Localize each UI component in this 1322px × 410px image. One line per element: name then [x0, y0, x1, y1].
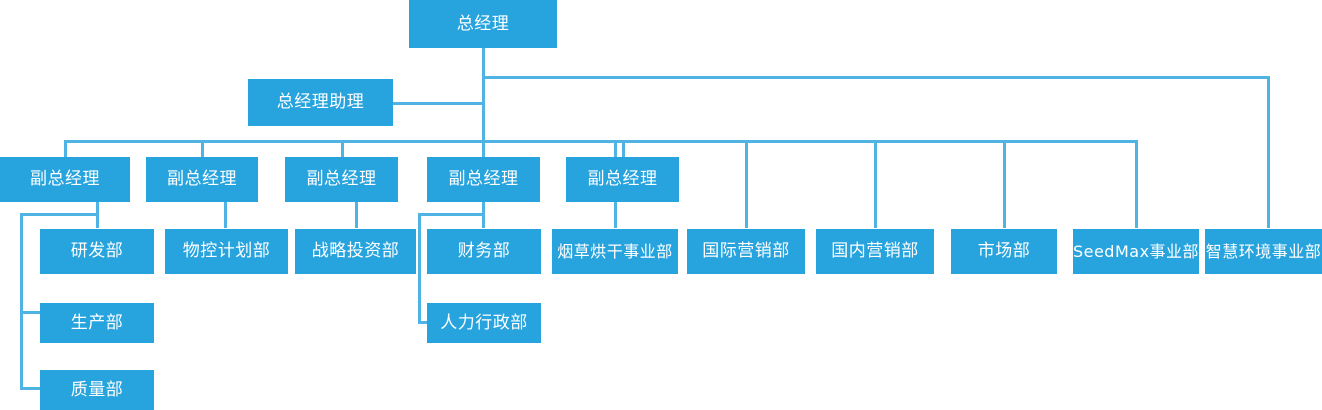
connector-drop-market — [1003, 140, 1006, 228]
node-label: 物控计划部 — [182, 241, 271, 261]
node-label: 人力行政部 — [440, 312, 528, 333]
node-vp5[interactable]: 副总经理 — [566, 157, 679, 202]
node-label: 副总经理 — [167, 169, 237, 189]
node-label: 质量部 — [70, 379, 124, 400]
connector-vp2-stem — [224, 201, 227, 228]
connector-vp1-elbow — [20, 213, 99, 216]
node-dom-mkt[interactable]: 国内营销部 — [816, 229, 934, 274]
node-vp2[interactable]: 副总经理 — [146, 157, 258, 202]
connector-drop-intl-mkt — [745, 140, 748, 228]
connector-vp3-stem — [355, 201, 358, 228]
node-label: 财务部 — [457, 241, 511, 261]
connector-drop-vp4 — [482, 140, 485, 158]
node-assistant[interactable]: 总经理助理 — [248, 79, 393, 126]
connector-drop-vp1 — [64, 140, 67, 158]
node-seedmax[interactable]: SeedMax事业部 — [1073, 229, 1199, 274]
node-intl-mkt[interactable]: 国际营销部 — [687, 229, 805, 274]
connector-smartenv-drop — [1267, 76, 1270, 228]
node-label: SeedMax事业部 — [1072, 241, 1200, 261]
node-label: 副总经理 — [306, 169, 377, 189]
node-label: 生产部 — [70, 312, 124, 333]
connector-vp4-spine — [418, 213, 421, 324]
node-ceo[interactable]: 总经理 — [409, 0, 557, 48]
connector-ceo-stem — [482, 48, 485, 142]
node-strategy[interactable]: 战略投资部 — [295, 229, 416, 274]
node-label: 总经理助理 — [276, 92, 365, 112]
connector-drop-vp2 — [201, 140, 204, 158]
connector-vp1-to-quality — [20, 387, 42, 390]
connector-ceo-right-rail — [482, 76, 1270, 79]
node-smartenv[interactable]: 智慧环境事业部 — [1205, 229, 1322, 274]
connector-vp4-elbow — [418, 213, 485, 216]
node-mcp[interactable]: 物控计划部 — [165, 229, 288, 274]
node-vp3[interactable]: 副总经理 — [285, 157, 398, 202]
connector-drop-vp3 — [341, 140, 344, 158]
node-label: 总经理 — [456, 13, 510, 34]
connector-main-rail — [64, 140, 1138, 143]
node-label: 智慧环境事业部 — [1205, 241, 1322, 261]
connector-ceo-assistant — [392, 102, 485, 105]
node-label: 市场部 — [977, 241, 1031, 261]
node-label: 副总经理 — [448, 169, 519, 189]
node-label: 副总经理 — [30, 169, 100, 189]
connector-vp1-spine — [20, 213, 23, 390]
node-label: 研发部 — [70, 241, 124, 261]
node-vp4[interactable]: 副总经理 — [427, 157, 540, 202]
node-finance[interactable]: 财务部 — [427, 229, 541, 274]
connector-drop-dom-mkt — [874, 140, 877, 228]
node-rd[interactable]: 研发部 — [40, 229, 154, 274]
node-production[interactable]: 生产部 — [40, 303, 154, 343]
node-market[interactable]: 市场部 — [951, 229, 1057, 274]
node-label: 国际营销部 — [702, 241, 790, 261]
node-hr[interactable]: 人力行政部 — [427, 303, 541, 343]
node-label: 国内营销部 — [831, 241, 919, 261]
connector-drop-vp5 — [622, 140, 625, 158]
node-label: 副总经理 — [587, 169, 658, 189]
connector-vp4-to-hr — [418, 321, 434, 324]
node-label: 烟草烘干事业部 — [557, 241, 673, 261]
node-tobacco[interactable]: 烟草烘干事业部 — [552, 229, 678, 274]
connector-drop-seedmax — [1135, 140, 1138, 228]
node-label: 战略投资部 — [311, 241, 400, 261]
connector-vp1-to-production — [20, 311, 42, 314]
node-quality[interactable]: 质量部 — [40, 370, 154, 410]
node-vp1[interactable]: 副总经理 — [0, 157, 130, 202]
